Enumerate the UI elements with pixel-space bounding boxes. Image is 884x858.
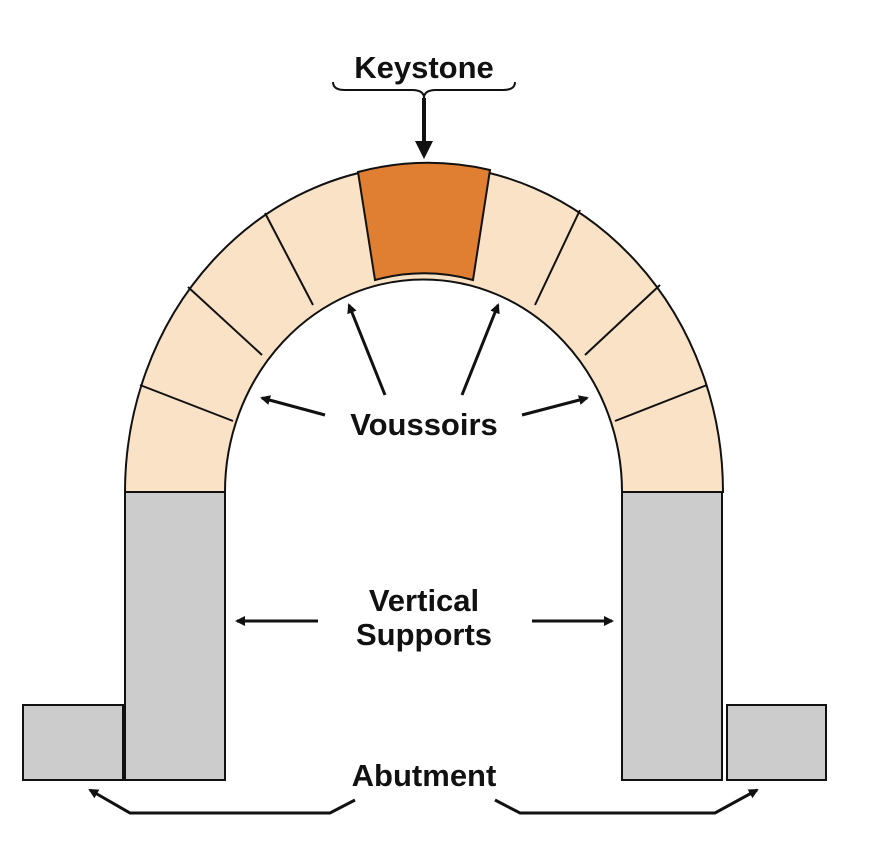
voussoirs-arrows [260,303,589,417]
vertical-supports-label-line2: Supports [356,617,492,652]
left-vertical-support [124,491,226,781]
voussoir-ring [123,164,725,493]
right-vertical-support [621,491,723,781]
abutment-label: Abutment [352,758,497,793]
voussoir-joints [139,209,708,422]
right-abutment [726,704,827,781]
keystone-label: Keystone [354,50,494,85]
vertical-supports-label-line1: Vertical [369,583,479,618]
abutment-arrows [88,788,759,815]
keystone-block [356,161,492,282]
left-abutment [22,704,124,781]
voussoirs-label: Voussoirs [350,407,498,442]
